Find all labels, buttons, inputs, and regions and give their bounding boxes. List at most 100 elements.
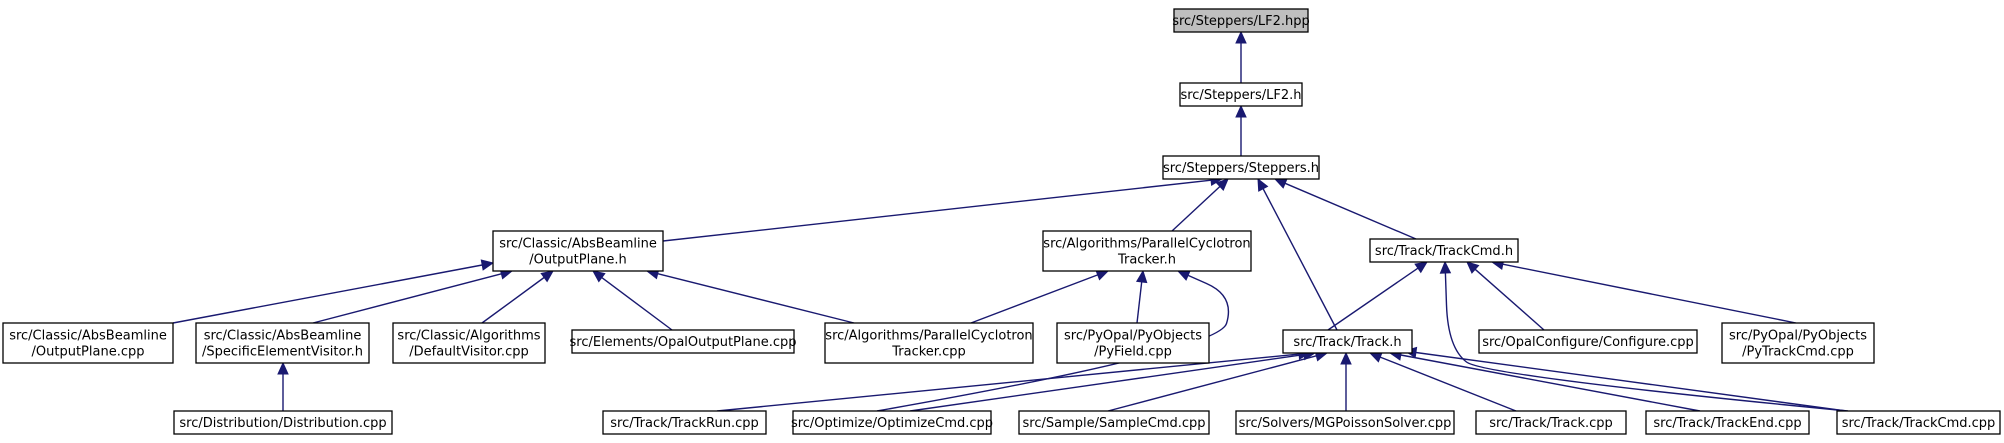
node-samplecmd[interactable]: src/Sample/SampleCmd.cpp: [1018, 410, 1210, 435]
edge-line: [312, 273, 502, 324]
edge-track_h-to-trackcmd_h: [1327, 261, 1428, 331]
node-label: /PyTrackCmd.cpp: [1742, 345, 1854, 360]
node-configure[interactable]: src/OpalConfigure/Configure.cpp: [1478, 329, 1698, 354]
edge-line: [601, 277, 673, 331]
node-box: [602, 410, 767, 435]
arrowhead: [1414, 261, 1428, 274]
node-label: src/Track/TrackEnd.cpp: [1653, 416, 1801, 431]
edge-outputplane_cpp-to-outputplane_h: [172, 259, 495, 324]
edge-trackcmd_h-to-steppers: [1273, 178, 1417, 240]
node-label: /DefaultVisitor.cpp: [409, 345, 528, 360]
edge-pyfield-to-pct_h: [1135, 269, 1148, 324]
node-box: [1162, 155, 1320, 180]
node-pyfield[interactable]: src/PyOpal/PyObjects/PyField.cpp: [1056, 322, 1210, 364]
arrowhead: [592, 270, 606, 283]
arrowhead: [277, 361, 289, 375]
edge-line: [970, 274, 1098, 324]
node-sev_h[interactable]: src/Classic/AbsBeamline/SpecificElementV…: [195, 322, 370, 364]
node-distribution[interactable]: src/Distribution/Distribution.cpp: [173, 410, 393, 435]
node-outputplane_cpp[interactable]: src/Classic/AbsBeamline/OutputPlane.cpp: [2, 322, 174, 364]
edge-line: [662, 179, 1212, 242]
node-label: /OutputPlane.cpp: [32, 345, 145, 360]
node-pytrackcmd[interactable]: src/PyOpal/PyObjects/PyTrackCmd.cpp: [1721, 322, 1875, 364]
node-label: src/OpalConfigure/Configure.cpp: [1482, 335, 1694, 350]
edge-line: [1262, 188, 1338, 331]
node-label: src/PyOpal/PyObjects: [1729, 329, 1867, 344]
node-pct_cpp[interactable]: src/Algorithms/ParallelCyclotronTracker.…: [824, 322, 1034, 364]
edge-track_h-to-steppers: [1257, 177, 1338, 331]
node-box: [1018, 410, 1210, 435]
node-box: [173, 410, 393, 435]
node-label: src/Classic/AbsBeamline: [9, 329, 167, 344]
node-label: Tracker.h: [1117, 253, 1176, 268]
node-box: [195, 322, 370, 364]
node-lf2h[interactable]: src/Steppers/LF2.h: [1179, 82, 1303, 107]
node-defaultvisitor[interactable]: src/Classic/Algorithms/DefaultVisitor.cp…: [392, 322, 546, 364]
node-trackcmd_cpp[interactable]: src/Track/TrackCmd.cpp: [1836, 410, 2001, 435]
edge-distribution-to-sev_h: [277, 361, 289, 411]
node-trackend[interactable]: src/Track/TrackEnd.cpp: [1645, 410, 1810, 435]
edge-lf2h-to-lf2hpp: [1235, 30, 1247, 83]
node-label: src/Classic/Algorithms: [397, 329, 540, 344]
node-optimizecmd[interactable]: src/Optimize/OptimizeCmd.cpp: [791, 410, 993, 435]
edge-defaultvisitor-to-outputplane_h: [481, 270, 554, 324]
node-box: [492, 230, 664, 272]
node-box: [392, 322, 546, 364]
arrowhead: [1176, 270, 1191, 281]
node-label: src/Track/TrackRun.cpp: [610, 416, 758, 431]
node-box: [792, 410, 992, 435]
edge-line: [1327, 267, 1419, 331]
node-trackrun[interactable]: src/Track/TrackRun.cpp: [602, 410, 767, 435]
edge-pct_cpp-to-outputplane_h: [645, 268, 855, 324]
node-box: [1235, 410, 1455, 435]
edge-line: [1379, 356, 1517, 412]
edge-steppers-to-lf2h: [1235, 104, 1247, 156]
arrowhead: [540, 270, 554, 283]
arrowhead: [1340, 351, 1352, 365]
node-box: [571, 329, 795, 354]
node-box: [1369, 238, 1519, 263]
node-box: [1056, 322, 1210, 364]
node-track_cpp[interactable]: src/Track/Track.cpp: [1475, 410, 1627, 435]
edge-trackend-to-track_h: [1388, 349, 1701, 412]
node-label: src/Track/TrackCmd.h: [1375, 244, 1513, 259]
node-label: src/Steppers/LF2.hpp: [1172, 14, 1310, 29]
arrowhead: [1439, 260, 1452, 274]
node-mgpoisson[interactable]: src/Solvers/MGPoissonSolver.cpp: [1235, 410, 1455, 435]
node-box: [1282, 329, 1413, 354]
node-label: src/Algorithms/ParallelCyclotron: [825, 329, 1032, 344]
node-box: [1475, 410, 1627, 435]
edge-line: [1284, 182, 1417, 240]
arrowhead: [1368, 351, 1383, 363]
edge-pytrackcmd-to-trackcmd_h: [1490, 258, 1797, 324]
node-label: src/Solvers/MGPoissonSolver.cpp: [1239, 416, 1452, 431]
node-trackcmd_h[interactable]: src/Track/TrackCmd.h: [1369, 238, 1519, 263]
edge-mgpoisson-to-track_h: [1340, 351, 1352, 411]
node-track_h[interactable]: src/Track/Track.h: [1282, 329, 1413, 354]
edge-line: [172, 264, 483, 324]
edge-line: [1400, 354, 1701, 412]
arrowhead: [1466, 261, 1480, 274]
arrowhead: [1135, 269, 1148, 284]
node-box: [1173, 8, 1309, 33]
node-box: [2, 322, 174, 364]
node-opaloutputplane[interactable]: src/Elements/OpalOutputPlane.cpp: [570, 329, 797, 354]
node-box: [1721, 322, 1875, 364]
node-label: src/PyOpal/PyObjects: [1064, 329, 1202, 344]
node-steppers[interactable]: src/Steppers/Steppers.h: [1162, 155, 1320, 180]
edge-pct_h-to-steppers: [1171, 178, 1229, 232]
edge-sev_h-to-outputplane_h: [312, 268, 514, 324]
node-label: Tracker.cpp: [891, 345, 966, 360]
node-label: /SpecificElementVisitor.h: [202, 345, 363, 360]
node-outputplane_h[interactable]: src/Classic/AbsBeamline/OutputPlane.h: [492, 230, 664, 272]
node-label: src/Classic/AbsBeamline: [499, 237, 657, 252]
edge-track_cpp-to-track_h: [1368, 351, 1517, 412]
node-lf2hpp[interactable]: src/Steppers/LF2.hpp: [1172, 8, 1310, 33]
node-label: src/Steppers/Steppers.h: [1163, 161, 1319, 176]
edge-line: [1502, 263, 1797, 324]
edge-line: [909, 353, 1305, 412]
node-label: src/Elements/OpalOutputPlane.cpp: [570, 335, 797, 350]
node-pct_h[interactable]: src/Algorithms/ParallelCyclotronTracker.…: [1042, 230, 1252, 272]
edge-line: [1107, 355, 1317, 412]
edge-configure-to-trackcmd_h: [1466, 261, 1545, 331]
